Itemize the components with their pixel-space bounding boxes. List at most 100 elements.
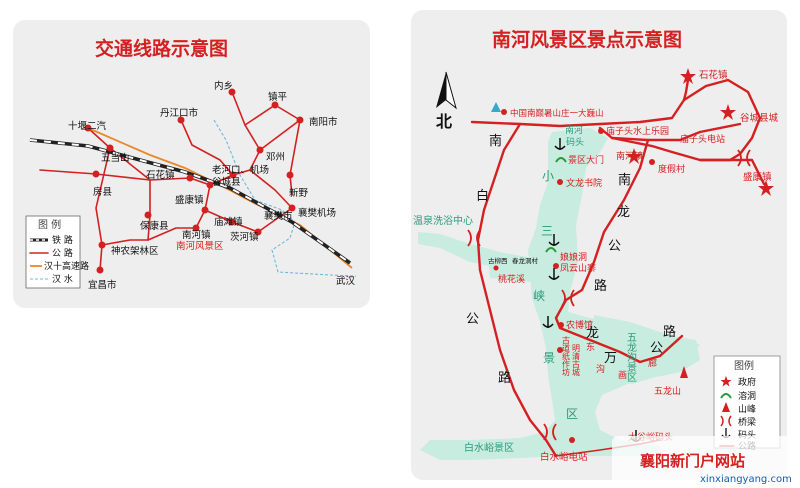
label-nanhe-pier: 南河 <box>565 124 583 136</box>
left-city-labels: 内乡 镇平 丹江口市 南阳市 十堰二汽 邓州 五当山 老河口、机场 石花镇 谷城… <box>68 80 356 291</box>
label-neixiang: 内乡 <box>214 80 233 92</box>
city-dot-zhenping <box>271 101 279 109</box>
left-map-title: 交通线路示意图 <box>95 37 228 60</box>
valley-char: 峡 <box>533 289 545 303</box>
label-zhenping: 镇平 <box>268 91 288 103</box>
road-char: 白 <box>476 188 489 204</box>
label-wuhan: 武汉 <box>336 275 356 287</box>
north-arrow-left <box>436 72 446 108</box>
city-dot-shiyan <box>84 124 92 132</box>
city-dot-neixiang <box>228 88 236 96</box>
road-fangxian-shihua <box>39 169 191 181</box>
place-dot-dagu-pier <box>569 437 575 443</box>
wulong-gou-area <box>594 315 700 384</box>
road-char: 路 <box>663 324 676 340</box>
city-dot-xinye <box>286 171 294 179</box>
city-dot-nanyang <box>296 116 304 124</box>
label-nanhe-scenic: 南河风景区 <box>176 240 224 252</box>
label-wulong-scenic-vertical: 五龙沟景区 <box>625 332 637 382</box>
bridge-icon <box>737 149 751 167</box>
city-dot-wudangshan <box>106 144 114 152</box>
road-char: 路 <box>594 278 607 294</box>
watermark-url: xinxiangyang.com <box>700 474 792 485</box>
place-dot-resort <box>501 109 507 115</box>
road-neixiang-dengzhou <box>231 91 261 171</box>
right-legend-title: 图例 <box>734 359 754 372</box>
bridge-icon <box>467 229 481 247</box>
road-char: 公 <box>608 239 621 254</box>
taohua-creek-area <box>488 258 540 282</box>
label-nanhe-pier2: 码头 <box>566 137 584 148</box>
bridge-icon <box>543 423 557 441</box>
road-char: 南 <box>618 172 631 188</box>
road-yanhe-xiangfan <box>257 207 293 233</box>
star-icon <box>680 68 696 84</box>
legend-star-icon <box>720 376 732 387</box>
cave-icon <box>555 157 567 163</box>
place-dot-nongbo <box>558 322 564 328</box>
side-char: 东 <box>586 341 595 353</box>
city-dot-shihua <box>186 174 194 182</box>
label-wulongshan: 五龙山 <box>654 385 681 397</box>
road-char: 南 <box>489 133 502 149</box>
label-shiyan-erqi: 十堰二汽 <box>68 120 107 132</box>
place-dot-gudao <box>557 347 563 353</box>
label-nanhe-town: 南河镇 <box>616 150 643 162</box>
label-baokang: 保康县 <box>140 220 169 232</box>
hotspring-stream <box>418 232 532 268</box>
label-miaotanzhen: 庙滩镇 <box>214 216 243 228</box>
left-road-network <box>39 91 301 271</box>
label-wenlong: 文龙书院 <box>566 177 602 189</box>
label-dengzhou: 邓州 <box>266 152 285 163</box>
city-dot-laohekou <box>229 171 237 179</box>
road-name-labels: 南 白 公 路 南 龙 公 路 龙 万 公 路 东 沟 画 廊 <box>466 133 676 386</box>
valley-char: 景 <box>543 351 555 365</box>
right-legend: 图例 政府 溶洞 山峰 桥梁 码头 公路 <box>713 355 781 452</box>
label-scenic-gate: 景区大门 <box>568 154 604 166</box>
legend-bridge-icon <box>720 415 732 427</box>
bridge-icon <box>561 289 575 307</box>
label-shihuazhen: 石花镇 <box>146 169 175 181</box>
north-arrow: 北 <box>436 71 457 131</box>
city-dot-danjiangkou <box>177 116 185 124</box>
road-char: 万 <box>604 351 617 366</box>
label-gushu1: 古柳西 <box>488 256 508 265</box>
road-shennongjia <box>101 239 149 246</box>
label-mingqing-vertical: 明清古城 <box>572 344 581 377</box>
label-fengyun: 凤云山寨 <box>560 262 596 274</box>
left-legend-box <box>25 215 81 289</box>
anchor-icon <box>542 316 554 328</box>
city-dot-xiangfan <box>288 204 296 212</box>
place-dot-wenlong <box>557 179 563 185</box>
left-city-markers <box>84 88 304 274</box>
label-gudao-vertical: 古道纸作坊 <box>562 335 571 377</box>
place-dot-resort-village <box>649 159 655 165</box>
road-gucheng-xiangfan <box>232 169 293 209</box>
legend-peak-label: 山峰 <box>738 404 756 415</box>
place-dot-miaozitou-park <box>598 128 604 134</box>
label-baishuiyu-area: 白水峪景区 <box>464 441 514 454</box>
label-xiangfan: 襄樊市 <box>264 210 293 222</box>
right-map-panel: 南河风景区景点示意图 北 <box>411 10 787 480</box>
label-yichang: 宜昌市 <box>88 279 117 291</box>
label-nongbo: 农博馆 <box>566 319 593 331</box>
road-char: 公 <box>650 341 663 356</box>
road-char: 路 <box>498 370 511 386</box>
side-char: 沟 <box>596 363 605 375</box>
mountain-resort-icon <box>491 102 501 112</box>
legend-peak-icon <box>722 402 730 412</box>
right-legend-box <box>713 355 781 449</box>
legend-government-label: 政府 <box>738 376 756 388</box>
label-gucheng: 谷城县 <box>212 177 241 188</box>
valley-char: 三 <box>541 224 553 238</box>
road-north-loop <box>470 78 762 162</box>
label-wudangshan: 五当山 <box>101 152 130 164</box>
place-dot-fengyun <box>553 263 559 269</box>
side-char: 画 <box>618 370 627 381</box>
road-neixiang-zhenping <box>244 104 276 126</box>
city-dot-yanhe <box>254 228 262 236</box>
city-dot-nanhe <box>192 224 200 232</box>
city-dot-gucheng <box>206 181 214 189</box>
label-yanhezhen: 茨河镇 <box>230 231 259 243</box>
legend-railway-label: 铁 路 <box>52 234 73 246</box>
